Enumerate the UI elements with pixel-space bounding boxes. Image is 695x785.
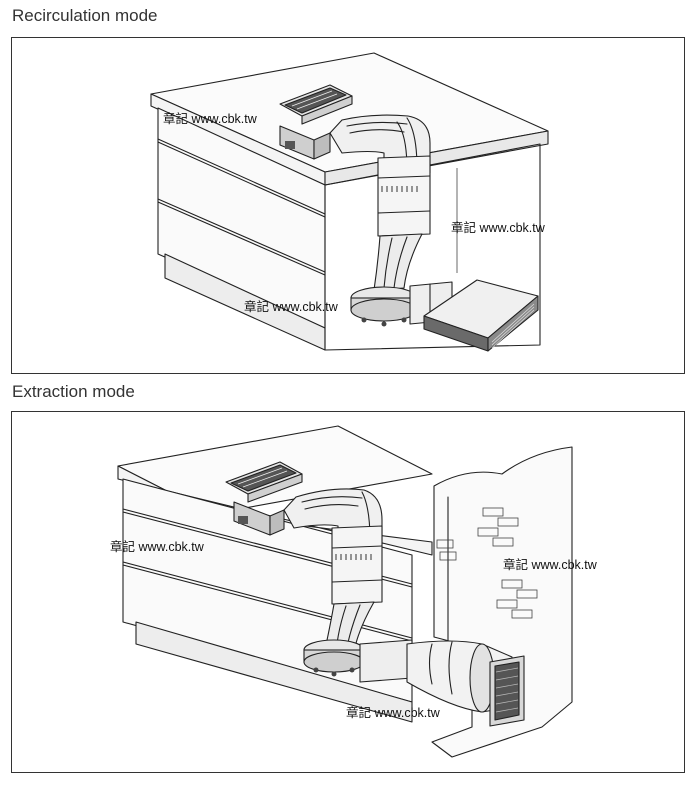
extraction-title: Extraction mode	[12, 382, 135, 401]
watermark: 章記 www.cbk.tw	[451, 220, 546, 235]
downdraft-hood	[279, 84, 353, 160]
watermark: 章記 www.cbk.tw	[110, 539, 205, 554]
recirculation-diagram-frame: 章記 www.cbk.tw 章記 www.cbk.tw 章記 www.cbk.t…	[11, 37, 685, 374]
wall-grille	[489, 655, 525, 727]
fan-motor	[350, 286, 418, 327]
watermark: 章記 www.cbk.tw	[244, 299, 339, 314]
vertical-duct	[331, 525, 383, 605]
flex-hose	[373, 233, 423, 291]
extraction-diagram: 章記 www.cbk.tw 章記 www.cbk.tw 章記 www.cbk.t…	[110, 425, 598, 758]
watermark: 章記 www.cbk.tw	[346, 705, 441, 720]
recirculation-diagram: 章記 www.cbk.tw 章記 www.cbk.tw 章記 www.cbk.t…	[150, 52, 549, 352]
recirculation-title: Recirculation mode	[12, 6, 158, 25]
extraction-duct	[359, 639, 513, 713]
exterior-wall	[431, 446, 573, 758]
fan-motor	[303, 639, 365, 677]
watermark: 章記 www.cbk.tw	[163, 111, 258, 126]
vertical-duct	[377, 155, 431, 237]
recirculation-filter-box	[423, 279, 539, 352]
watermark: 章記 www.cbk.tw	[503, 557, 598, 572]
extraction-diagram-frame: 章記 www.cbk.tw 章記 www.cbk.tw 章記 www.cbk.t…	[11, 411, 685, 773]
downdraft-hood	[225, 461, 303, 536]
